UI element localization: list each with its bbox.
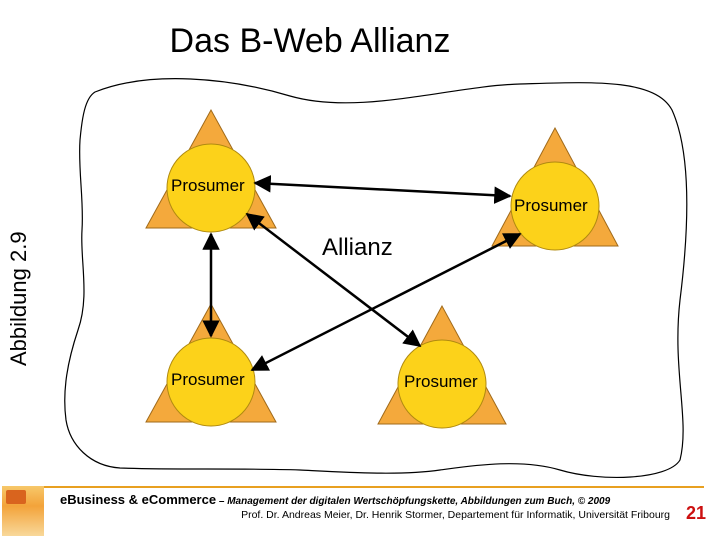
edge-top-left-to-top-right (253, 175, 512, 204)
footer-book-title: eBusiness & eCommerce – Management der d… (60, 492, 690, 507)
footer-divider (44, 486, 704, 488)
footer (0, 483, 720, 540)
slide-title: Das B-Web Allianz (169, 22, 451, 60)
node-top-left (145, 108, 277, 233)
footer-authors: Prof. Dr. Andreas Meier, Dr. Henrik Stor… (241, 509, 670, 521)
footer-brand: eBusiness & eCommerce (60, 492, 217, 507)
footer-subtitle: – Management der digitalen Wertschöpfung… (216, 496, 611, 507)
node-label-top-left: Prosumer (171, 176, 245, 195)
node-label-bottom-left: Prosumer (171, 370, 245, 389)
alliance-boundary (64, 78, 688, 479)
alliance-label: Allianz (322, 234, 393, 261)
node-label-top-right: Prosumer (514, 196, 588, 215)
page-number: 21 (686, 503, 707, 523)
edge-top-right-to-bottom-left (250, 232, 522, 372)
node-label-bottom-center: Prosumer (404, 372, 478, 391)
node-bottom-left (145, 302, 277, 427)
node-top-right (491, 126, 619, 251)
node-bottom-center (377, 304, 507, 429)
logo-mark-icon (6, 490, 26, 504)
